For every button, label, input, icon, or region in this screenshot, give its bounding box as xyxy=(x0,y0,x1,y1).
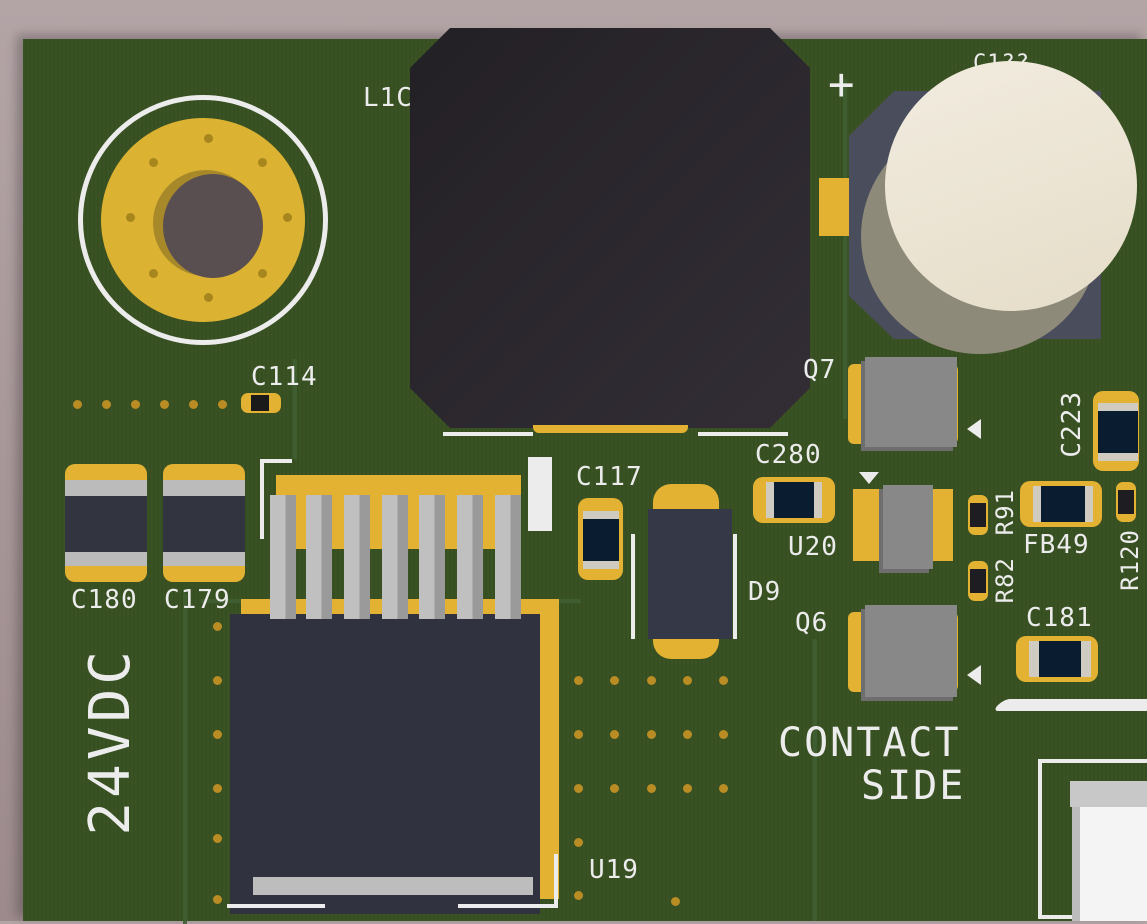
u19-pin-1 xyxy=(270,495,296,619)
silkscreen-arrow xyxy=(992,699,1147,711)
inductor-l1c[interactable] xyxy=(410,28,810,428)
pcb-board: L1C C1?? + C114 C180 C179 U19 xyxy=(23,28,1147,924)
label-u19: U19 xyxy=(589,855,639,885)
label-r91: R91 xyxy=(991,489,1019,536)
label-u20: U20 xyxy=(788,532,838,562)
u19-pin-2 xyxy=(306,495,332,619)
u19-tab xyxy=(253,877,533,895)
capacitor-c117[interactable] xyxy=(578,498,623,580)
mosfet-q7[interactable] xyxy=(865,357,957,447)
label-c181: C181 xyxy=(1026,603,1093,633)
label-r82: R82 xyxy=(991,557,1019,604)
label-side: SIDE xyxy=(861,763,966,809)
label-c223: C223 xyxy=(1057,391,1087,458)
capacitor-c180[interactable] xyxy=(65,464,147,582)
pin1-marker-icon xyxy=(967,419,981,439)
u19-pin-5 xyxy=(419,495,445,619)
ferrite-bead-fb49[interactable] xyxy=(1020,481,1102,527)
label-c180: C180 xyxy=(71,585,138,615)
label-c117: C117 xyxy=(576,462,643,492)
resistor-r91[interactable] xyxy=(968,495,988,535)
inductor-pad xyxy=(533,425,688,433)
label-fb49: FB49 xyxy=(1023,530,1090,560)
label-c280: C280 xyxy=(755,440,822,470)
regulator-u19[interactable] xyxy=(230,614,540,914)
pin1-marker-icon xyxy=(859,472,879,484)
capacitor-c114[interactable] xyxy=(251,395,269,411)
label-contact: CONTACT xyxy=(778,720,961,766)
capacitor-top xyxy=(885,61,1137,311)
u19-pin-6 xyxy=(457,495,483,619)
resistor-r120[interactable] xyxy=(1116,482,1136,522)
trace xyxy=(843,79,847,419)
label-c114: C114 xyxy=(251,362,318,392)
trace xyxy=(293,359,297,459)
polarity-plus-icon: + xyxy=(828,59,856,110)
diode-d9[interactable] xyxy=(648,509,732,639)
label-r120: R120 xyxy=(1116,529,1144,591)
trace xyxy=(813,639,817,921)
u19-pin-7 xyxy=(495,495,521,619)
connector-top xyxy=(1070,781,1147,807)
capacitor-c179[interactable] xyxy=(163,464,245,582)
label-c179: C179 xyxy=(164,585,231,615)
mounting-hole xyxy=(78,95,328,345)
u19-tab-silk xyxy=(528,457,552,531)
silkscreen-outline xyxy=(443,432,533,436)
label-24vdc: 24VDC xyxy=(78,647,143,836)
label-q7: Q7 xyxy=(803,355,837,385)
pin1-marker-icon xyxy=(967,665,981,685)
label-l1c: L1C xyxy=(363,83,413,113)
mosfet-q6[interactable] xyxy=(865,605,957,697)
capacitor-c223[interactable] xyxy=(1093,391,1139,471)
label-q6: Q6 xyxy=(795,608,829,638)
capacitor-c181[interactable] xyxy=(1016,636,1098,682)
label-d9: D9 xyxy=(748,577,782,607)
trace xyxy=(183,594,187,924)
u19-pin-4 xyxy=(382,495,408,619)
cap-pad xyxy=(819,178,851,236)
silkscreen-outline xyxy=(698,432,788,436)
capacitor-c280[interactable] xyxy=(753,477,835,523)
ic-u20[interactable] xyxy=(883,485,933,569)
resistor-r82[interactable] xyxy=(968,561,988,601)
u19-pin-3 xyxy=(344,495,370,619)
